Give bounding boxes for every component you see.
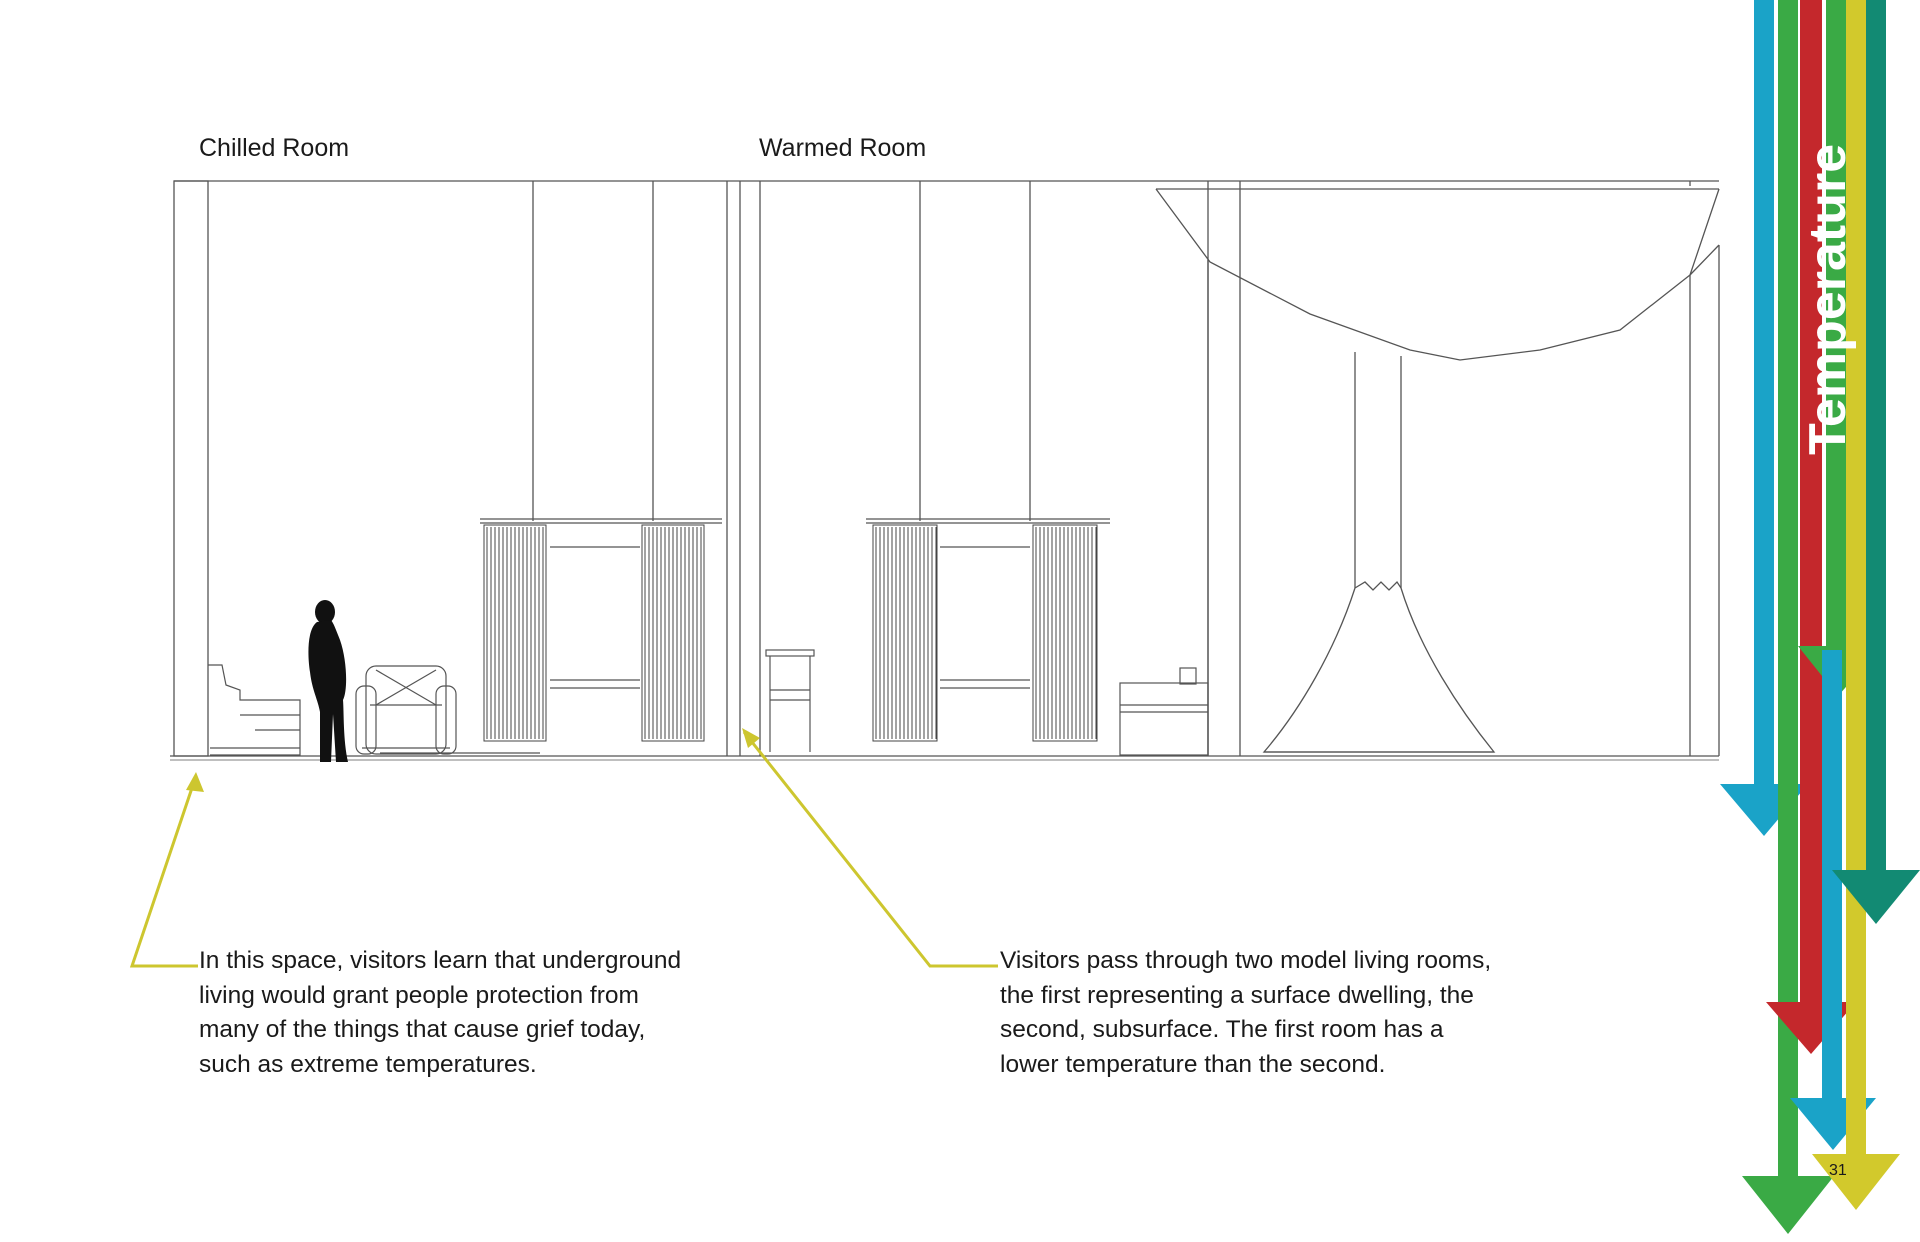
sidebar-title: Temperature	[1799, 144, 1857, 455]
sidebar-arrows	[1720, 0, 1920, 1234]
chilled-room-furniture	[208, 518, 722, 756]
room-walls	[170, 180, 1720, 761]
warmed-room-label: Warmed Room	[759, 134, 927, 162]
sidebar-title-text: Temperature	[1799, 144, 1857, 455]
cyan-bar	[1754, 0, 1774, 790]
yellow-arrowhead	[1812, 1154, 1900, 1210]
caption-right-line: second, subsurface. The first room has a	[1000, 1016, 1444, 1043]
teal-bar	[1866, 0, 1886, 874]
cyan-bar-2	[1822, 650, 1842, 1110]
teal-arrowhead	[1832, 870, 1920, 924]
chilled-curtains	[483, 524, 705, 742]
red-bar	[1800, 0, 1822, 1010]
chilled-room-label: Chilled Room	[199, 134, 350, 162]
caption-left-line: In this space, visitors learn that under…	[199, 947, 682, 974]
caption-left-line: living would grant people protection fro…	[199, 981, 639, 1009]
leader-lines	[129, 731, 998, 968]
caption-left-line: such as extreme temperatures.	[199, 1050, 537, 1078]
warmed-room-furniture	[765, 518, 1209, 756]
person-silhouette	[308, 600, 348, 762]
leader-right	[742, 731, 998, 968]
leader-left-arrowhead	[186, 772, 204, 792]
leader-left	[129, 775, 198, 968]
green-bar	[1778, 0, 1798, 1180]
caption-right-line: the first representing a surface dwellin…	[1000, 981, 1474, 1009]
caption-right: Visitors pass through two model living r…	[1000, 944, 1520, 1082]
green-arrowhead	[1742, 1176, 1834, 1234]
page-number: 31	[1829, 1162, 1847, 1179]
green-bar-2	[1826, 0, 1846, 650]
caption-left: In this space, visitors learn that under…	[199, 944, 719, 1082]
leader-right-arrowhead	[742, 728, 760, 748]
warmed-curtains	[872, 524, 1098, 742]
caption-right-line: lower temperature than the second.	[1000, 1050, 1386, 1078]
caption-left-line: many of the things that cause grief toda…	[199, 1016, 646, 1043]
caption-right-line: Visitors pass through two model living r…	[1000, 947, 1492, 974]
